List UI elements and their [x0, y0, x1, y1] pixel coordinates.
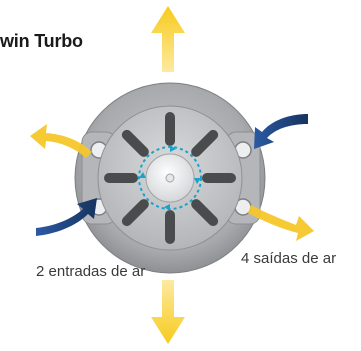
inflow-arrow-icon	[36, 198, 97, 236]
rotation-arrow-icon	[138, 145, 202, 211]
hub-center	[165, 173, 175, 183]
fan-icon	[104, 112, 236, 244]
inflow-arrow-icon	[254, 114, 308, 149]
outflow-arrow-icon	[248, 205, 314, 241]
inlet-label: 2 entradas de ar	[36, 263, 146, 280]
outflow-arrow-icon	[151, 6, 185, 72]
outflow-arrow-icon	[151, 280, 185, 344]
diagram-title: win Turbo	[0, 31, 83, 51]
outflow-arrow-icon	[30, 124, 92, 158]
outlet-label: 4 saídas de ar	[241, 250, 337, 267]
